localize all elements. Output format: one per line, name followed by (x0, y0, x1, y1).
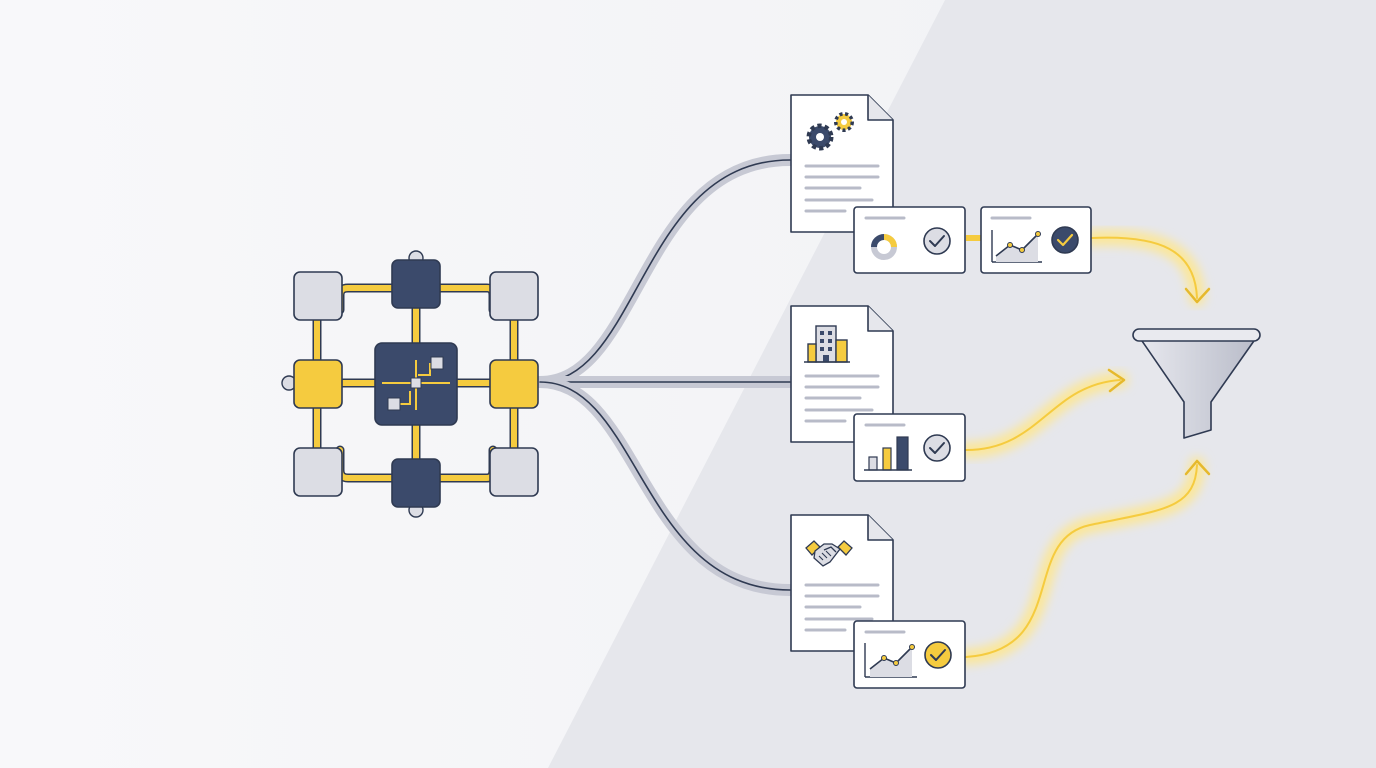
funnel-icon (1132, 328, 1261, 439)
hub-node-right (489, 359, 539, 409)
document-branch-1 (790, 94, 1092, 274)
check-circle-yellow-icon (924, 641, 952, 669)
hub-node-corner (489, 447, 539, 497)
connector-top (534, 154, 796, 388)
check-circle-filled-icon (1051, 226, 1079, 254)
arrowhead-down-icon (1184, 287, 1211, 304)
hub-node-left (293, 359, 343, 409)
hub-node-corner (293, 271, 343, 321)
document-branch-3 (790, 514, 966, 689)
connector-top-line (539, 159, 791, 383)
branch-connectors (534, 154, 796, 596)
network-hub-icon (281, 250, 539, 518)
document-branch-2 (790, 305, 966, 482)
line-chart-icon (991, 230, 1042, 263)
hub-node-corner (489, 271, 539, 321)
arrowhead-right-icon (1107, 368, 1126, 393)
gears-icon (806, 112, 854, 151)
flow-arrows (958, 229, 1211, 665)
report-card (853, 206, 966, 274)
check-circle-outline-icon (923, 434, 951, 462)
building-icon (804, 325, 850, 363)
handshake-icon (805, 540, 853, 567)
hub-node-top (391, 259, 441, 309)
connector-bottom-line (539, 381, 791, 591)
report-card (853, 620, 966, 689)
hub-node-bottom (391, 458, 441, 508)
report-card (980, 206, 1092, 274)
text-lines (804, 583, 880, 632)
background-panel (548, 0, 1376, 768)
check-circle-outline-icon (923, 227, 951, 255)
document-card (790, 305, 894, 443)
hub-node-corner (293, 447, 343, 497)
bar-chart-icon (864, 436, 912, 471)
report-card (853, 413, 966, 482)
document-card (790, 514, 894, 652)
donut-chart-icon (871, 234, 897, 260)
line-chart-icon (864, 643, 917, 678)
document-card (790, 94, 894, 233)
text-lines (804, 374, 880, 423)
text-lines (804, 164, 880, 213)
arrowhead-up-icon (1184, 459, 1211, 476)
